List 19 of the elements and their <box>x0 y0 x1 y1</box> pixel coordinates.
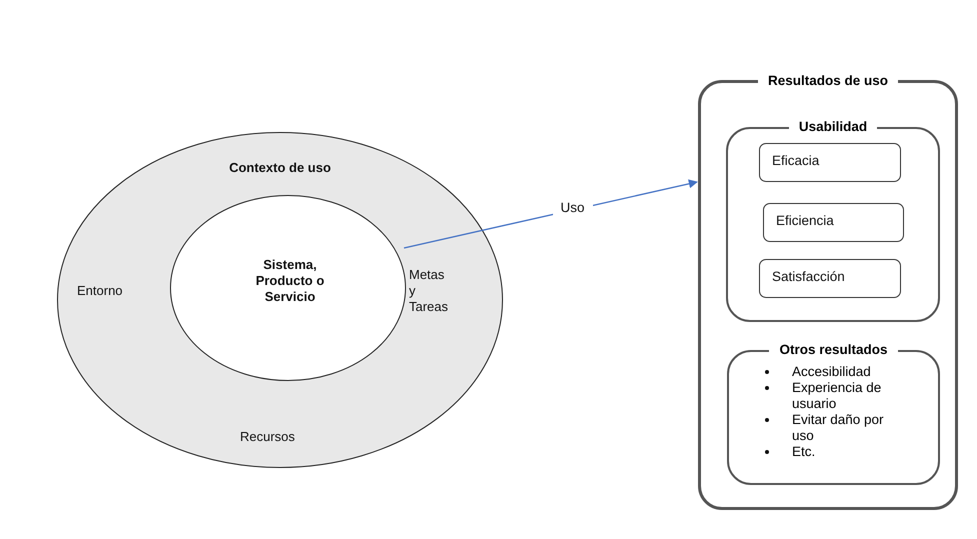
group-heading: Otros resultados <box>769 342 898 357</box>
result-label: Eficiencia <box>776 213 834 229</box>
list-item: Experiencia de usuario <box>759 380 902 412</box>
result-label: Satisfacción <box>772 269 845 285</box>
result-box <box>759 143 901 182</box>
result-box <box>759 259 901 298</box>
group-heading: Usabilidad <box>788 119 878 134</box>
list-item: Etc. <box>759 444 902 460</box>
group-heading: Resultados de uso <box>758 73 898 88</box>
edge-label: Uso <box>552 200 592 216</box>
system-label: Sistema, Producto o Servicio <box>254 257 326 305</box>
context-label: Entorno <box>77 283 124 299</box>
result-box <box>763 203 904 242</box>
list-item: Evitar daño por uso <box>759 412 902 444</box>
result-label: Eficacia <box>772 153 820 169</box>
context-label: Recursos <box>240 429 296 445</box>
context-heading: Contexto de uso <box>228 160 332 176</box>
list-item: Accesibilidad <box>759 364 902 380</box>
context-label: Metas y Tareas <box>409 267 450 315</box>
